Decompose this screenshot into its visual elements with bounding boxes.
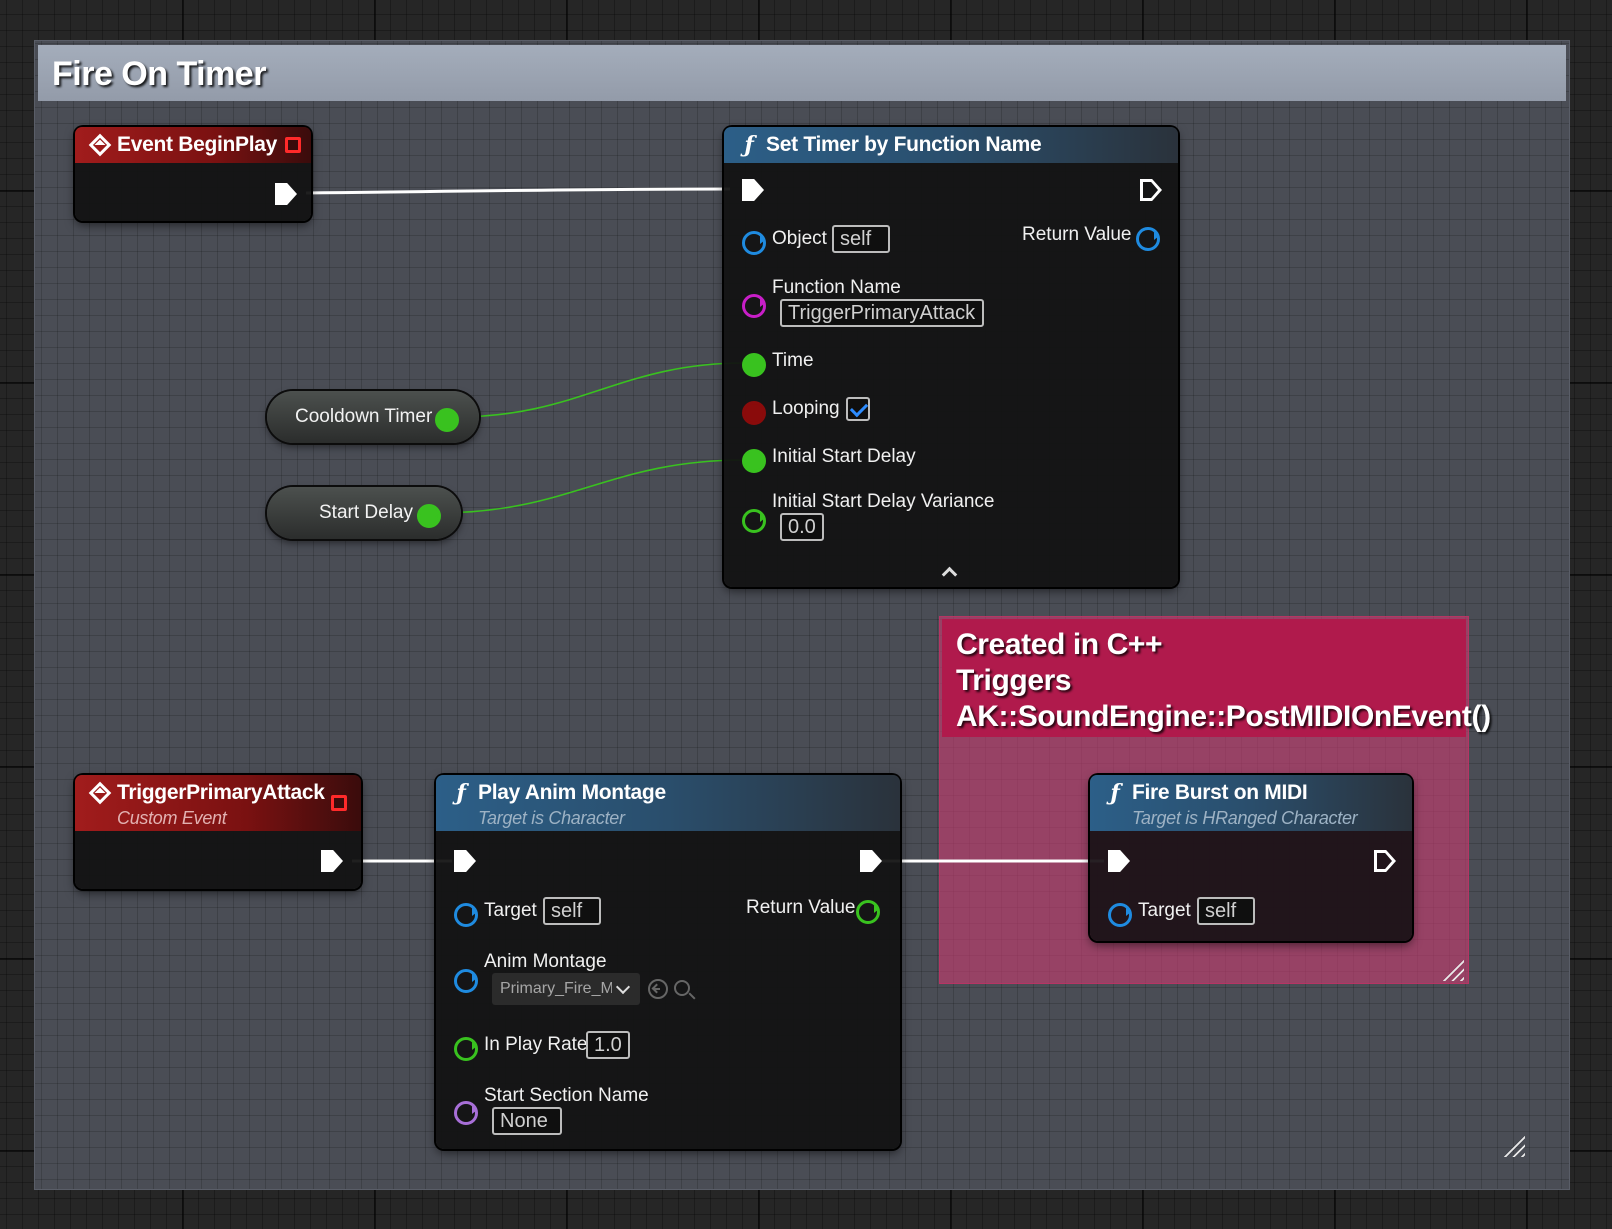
node-get-start-delay[interactable]: Start Delay <box>267 487 461 539</box>
chevron-down-icon <box>615 979 631 995</box>
use-selected-asset-icon[interactable] <box>648 979 668 999</box>
node-title: Set Timer by Function Name <box>766 133 1042 156</box>
cooldown-timer-out-pin[interactable] <box>435 408 459 432</box>
anim-montage-label: Anim Montage <box>484 951 607 972</box>
function-icon: ƒ <box>1110 780 1120 806</box>
exec-in-pin[interactable] <box>1108 850 1130 872</box>
event-icon <box>88 133 112 157</box>
variable-label: Start Delay <box>319 502 413 523</box>
node-custom-event-trigger-primary-attack[interactable]: TriggerPrimaryAttack Custom Event <box>75 775 361 889</box>
node-header[interactable]: ƒ Fire Burst on MIDI Target is HRanged C… <box>1090 775 1412 831</box>
node-subtitle: Target is Character <box>478 808 625 828</box>
comment-midi-title[interactable]: Created in C++ Triggers AK::SoundEngine:… <box>942 619 1491 737</box>
exec-out-pin[interactable] <box>1140 179 1162 201</box>
function-name-label: Function Name <box>772 277 901 298</box>
node-play-anim-montage[interactable]: ƒ Play Anim Montage Target is Character … <box>436 775 900 1149</box>
in-play-rate-pin[interactable] <box>454 1037 478 1061</box>
in-play-rate-label: In Play Rate <box>484 1034 588 1055</box>
exec-in-pin[interactable] <box>742 179 764 201</box>
comment-title[interactable]: Fire On Timer <box>38 45 1566 101</box>
object-pin[interactable] <box>742 231 766 255</box>
exec-out-pin[interactable] <box>860 850 882 872</box>
variable-label: Cooldown Timer <box>295 406 433 427</box>
return-value-label: Return Value <box>1022 224 1132 245</box>
initial-start-delay-variance-pin[interactable] <box>742 509 766 533</box>
target-value-field[interactable]: self <box>543 897 601 925</box>
looping-checkbox[interactable] <box>846 397 870 421</box>
anim-montage-selected-value: Primary_Fire_Mo <box>500 980 612 997</box>
node-event-begin-play[interactable]: Event BeginPlay <box>75 127 311 221</box>
node-header[interactable]: TriggerPrimaryAttack Custom Event <box>75 775 361 831</box>
delegate-pin-icon[interactable] <box>331 795 347 811</box>
node-title: Fire Burst on MIDI <box>1132 781 1308 804</box>
comment-midi-line-3: AK::SoundEngine::PostMIDIOnEvent() <box>956 700 1491 733</box>
node-set-timer-by-function-name[interactable]: ƒ Set Timer by Function Name Object self… <box>724 127 1178 587</box>
node-title: Play Anim Montage <box>478 781 666 804</box>
event-icon <box>88 781 112 805</box>
delegate-pin-icon[interactable] <box>285 137 301 153</box>
in-play-rate-field[interactable]: 1.0 <box>586 1031 630 1059</box>
target-pin[interactable] <box>454 903 478 927</box>
node-title: Event BeginPlay <box>117 133 278 156</box>
comment-midi-line-1: Created in C++ <box>956 628 1163 661</box>
initial-start-delay-pin[interactable] <box>742 449 766 473</box>
object-value-field[interactable]: self <box>832 225 890 253</box>
comment-midi-line-2: Triggers <box>956 664 1072 697</box>
function-icon: ƒ <box>456 780 466 806</box>
function-name-field[interactable]: TriggerPrimaryAttack <box>780 299 984 327</box>
comment-resize-handle[interactable] <box>1503 1135 1525 1157</box>
time-pin[interactable] <box>742 353 766 377</box>
return-value-label: Return Value <box>746 897 856 918</box>
browse-asset-search-icon[interactable] <box>674 980 690 996</box>
start-section-name-field[interactable]: None <box>492 1107 562 1135</box>
start-delay-out-pin[interactable] <box>417 504 441 528</box>
node-subtitle: Custom Event <box>117 808 227 828</box>
target-label: Target <box>1138 900 1191 921</box>
anim-montage-pin[interactable] <box>454 969 478 993</box>
time-label: Time <box>772 350 814 371</box>
object-label: Object <box>772 228 827 249</box>
collapse-advanced-chevron-icon[interactable] <box>941 566 958 583</box>
exec-out-pin[interactable] <box>321 850 343 872</box>
function-name-pin[interactable] <box>742 294 766 318</box>
return-value-pin[interactable] <box>856 900 880 924</box>
node-header[interactable]: Event BeginPlay <box>75 127 311 163</box>
node-header[interactable]: ƒ Play Anim Montage Target is Character <box>436 775 900 831</box>
node-subtitle: Target is HRanged Character <box>1132 808 1358 828</box>
function-icon: ƒ <box>744 132 754 158</box>
node-fire-burst-on-midi[interactable]: ƒ Fire Burst on MIDI Target is HRanged C… <box>1090 775 1412 941</box>
exec-in-pin[interactable] <box>454 850 476 872</box>
start-section-name-pin[interactable] <box>454 1101 478 1125</box>
start-section-name-label: Start Section Name <box>484 1085 649 1106</box>
node-header[interactable]: ƒ Set Timer by Function Name <box>724 127 1178 163</box>
target-label: Target <box>484 900 537 921</box>
target-value-field[interactable]: self <box>1197 897 1255 925</box>
target-pin[interactable] <box>1108 903 1132 927</box>
looping-label: Looping <box>772 398 840 419</box>
initial-start-delay-label: Initial Start Delay <box>772 446 916 467</box>
exec-out-pin[interactable] <box>275 183 297 205</box>
comment-midi-resize-handle[interactable] <box>1442 959 1464 981</box>
initial-start-delay-variance-field[interactable]: 0.0 <box>780 513 824 541</box>
node-title: TriggerPrimaryAttack <box>117 781 325 804</box>
initial-start-delay-variance-label: Initial Start Delay Variance <box>772 491 995 512</box>
return-value-pin[interactable] <box>1136 227 1160 251</box>
node-get-cooldown-timer[interactable]: Cooldown Timer <box>267 391 479 443</box>
looping-pin[interactable] <box>742 401 766 425</box>
exec-out-pin[interactable] <box>1374 850 1396 872</box>
anim-montage-asset-dropdown[interactable]: Primary_Fire_Mo <box>492 973 640 1005</box>
